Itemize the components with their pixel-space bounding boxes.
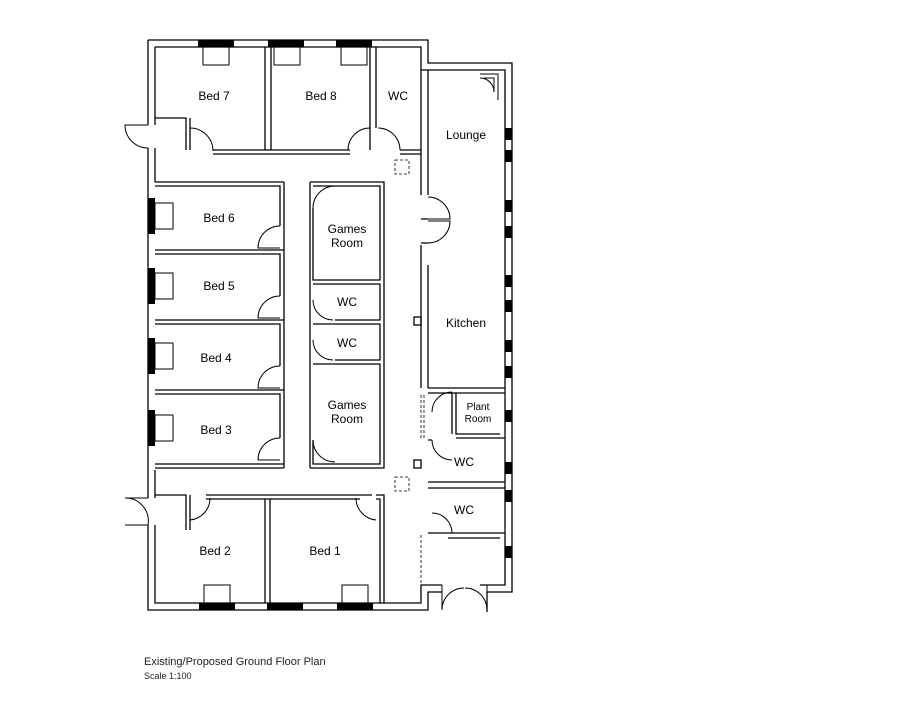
label-wc-right-1: WC [454, 455, 474, 469]
outer-walls [147, 39, 513, 612]
label-bed-5: Bed 5 [203, 279, 235, 293]
top-windows [198, 40, 372, 66]
label-games-room-1-l1: Games [328, 222, 367, 236]
label-bed-4: Bed 4 [200, 351, 232, 365]
right-windows [505, 128, 512, 558]
label-bed-6: Bed 6 [203, 211, 235, 225]
central-block [309, 181, 422, 469]
label-plant-room-l2: Room [465, 414, 492, 425]
label-bed-1: Bed 1 [309, 544, 341, 558]
drawing-caption: Existing/Proposed Ground Floor Plan Scal… [144, 655, 326, 683]
bottom-windows [199, 584, 373, 610]
label-wc-top: WC [388, 89, 408, 103]
label-bed-8: Bed 8 [305, 89, 337, 103]
label-wc-mid-2: WC [337, 336, 357, 350]
label-bed-2: Bed 2 [199, 544, 231, 558]
label-wc-mid-1: WC [337, 295, 357, 309]
left-bedrooms [155, 181, 285, 469]
label-bed-7: Bed 7 [198, 89, 230, 103]
right-service [420, 387, 505, 585]
label-games-room-2-l1: Games [328, 398, 367, 412]
drawing-title: Existing/Proposed Ground Floor Plan [144, 656, 326, 668]
room-labels: Bed 7 Bed 8 WC Lounge Bed 6 Bed 5 Bed 4 … [198, 89, 491, 558]
top-rooms [155, 47, 421, 492]
label-bed-3: Bed 3 [200, 423, 232, 437]
bottom-rooms [155, 494, 385, 603]
left-windows [148, 198, 174, 446]
label-kitchen: Kitchen [446, 316, 486, 330]
label-games-room-1-l2: Room [331, 236, 363, 250]
drawing-scale: Scale 1:100 [144, 671, 192, 681]
lounge-kitchen [420, 70, 499, 388]
label-plant-room-l1: Plant [467, 402, 490, 413]
label-games-room-2-l2: Room [331, 412, 363, 426]
external-doors [124, 124, 488, 611]
label-wc-right-2: WC [454, 503, 474, 517]
label-lounge: Lounge [446, 128, 486, 142]
